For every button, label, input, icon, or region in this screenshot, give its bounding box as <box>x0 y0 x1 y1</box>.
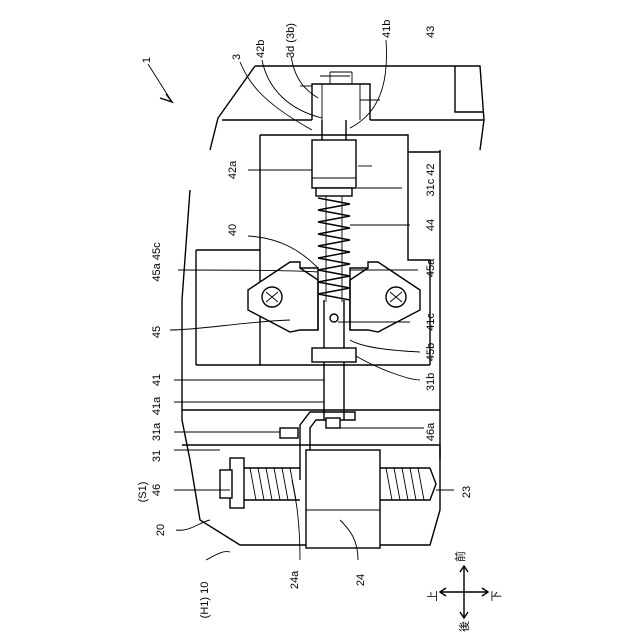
label-3: 3 <box>231 54 243 60</box>
spring-44 <box>318 196 350 302</box>
label-45b: 45b <box>425 343 437 361</box>
direction-front: 前 <box>453 551 467 562</box>
label-41b: 41b <box>381 20 393 38</box>
label-43: 43 <box>425 26 437 38</box>
cylinder-42 <box>312 120 356 196</box>
label-40: 40 <box>227 224 239 236</box>
label-31: 31 <box>151 450 163 462</box>
label-31c-42: 31c 42 <box>425 163 437 196</box>
label-45a-right: 45a <box>425 258 437 277</box>
label-42a: 42a <box>227 160 239 179</box>
part-43 <box>300 66 484 150</box>
label-31a: 31a <box>151 422 163 441</box>
direction-indicator: 前 後 上 下 <box>426 551 503 632</box>
label-1: 1 <box>141 57 153 63</box>
label-46a: 46a <box>425 422 437 441</box>
label-31b: 31b <box>425 373 437 391</box>
direction-rear: 後 <box>457 621 471 632</box>
label-10: (H1) 10 <box>199 582 211 619</box>
label-46: 46 <box>151 484 163 496</box>
label-s1: (S1) <box>137 482 149 503</box>
label-24: 24 <box>355 574 367 586</box>
label-42b: 42b <box>255 40 267 58</box>
label-3d: 3d (3b) <box>285 23 297 58</box>
part-3-housing <box>210 66 484 150</box>
label-20: 20 <box>155 524 167 536</box>
direction-up: 上 <box>426 591 439 602</box>
direction-down: 下 <box>491 591 503 602</box>
label-23: 23 <box>461 486 473 498</box>
label-41c: 41c <box>425 313 437 331</box>
label-41a: 41a <box>151 396 163 415</box>
label-41: 41 <box>151 374 163 386</box>
label-45: 45 <box>151 326 163 338</box>
label-44: 44 <box>425 219 437 231</box>
label-45a-45c: 45a 45c <box>151 242 163 282</box>
nut-block-24 <box>306 450 380 548</box>
label-24a: 24a <box>289 570 301 589</box>
